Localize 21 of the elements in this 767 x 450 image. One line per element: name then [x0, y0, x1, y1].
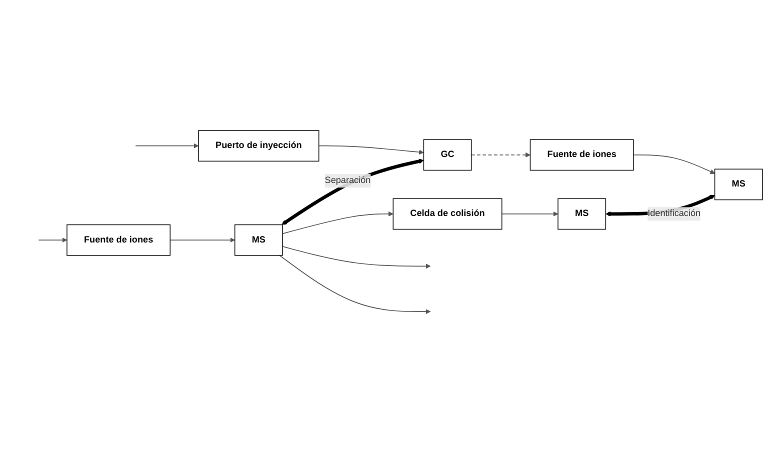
arrow — [170, 237, 236, 242]
arrow — [318, 145, 424, 154]
arrow — [282, 211, 394, 234]
node-box: Puerto de inyección — [198, 130, 320, 162]
node-box: MS — [558, 198, 606, 230]
node-box: MS — [234, 224, 283, 256]
arrow — [282, 158, 424, 225]
arrow — [501, 211, 558, 216]
arrow — [279, 254, 431, 314]
arrow — [470, 152, 530, 158]
node-box: Fuente de iones — [66, 224, 171, 256]
node-box: Fuente de iones — [530, 138, 634, 170]
node-box: GC — [423, 138, 472, 170]
edge-label: Separación — [324, 175, 371, 186]
edge-label: Identificación — [648, 208, 701, 218]
arrow — [38, 237, 68, 242]
arrow — [135, 143, 199, 148]
arrow — [282, 246, 431, 268]
arrow — [632, 154, 715, 174]
node-box: MS — [714, 168, 763, 200]
node-box: Celda de colisión — [392, 198, 502, 230]
